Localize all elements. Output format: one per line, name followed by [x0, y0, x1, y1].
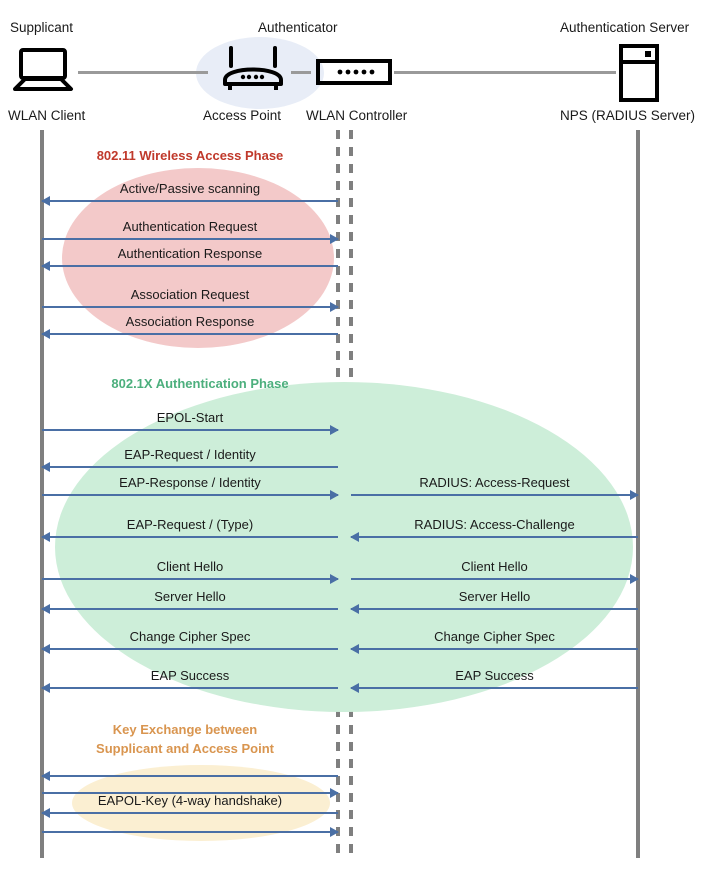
- arrow-shaft: [42, 200, 338, 202]
- arrow-shaft: [42, 775, 338, 777]
- message-label: EAP-Request / Identity: [124, 447, 256, 462]
- message-label: Association Request: [130, 287, 250, 302]
- message-label: Server Hello: [458, 589, 531, 604]
- link-client-to-ap: [78, 71, 208, 74]
- arrow-head-icon: [41, 644, 50, 654]
- arrow-shaft: [351, 608, 638, 610]
- wireless-router-icon: [216, 44, 290, 99]
- phase-blob-key-exchange: [72, 765, 330, 841]
- message-label: EAP Success: [455, 668, 534, 683]
- arrow-shaft: [42, 265, 338, 267]
- arrow-shaft: [42, 536, 338, 538]
- arrow-shaft: [42, 306, 338, 308]
- arrow-head-icon: [330, 788, 339, 798]
- arrow-shaft: [42, 812, 338, 814]
- server-tower-icon: [618, 44, 660, 107]
- message-label: Change Cipher Spec: [129, 629, 251, 644]
- arrow-head-icon: [630, 574, 639, 584]
- node-label-nps-radius-server: NPS (RADIUS Server): [560, 108, 696, 123]
- link-ap-to-controller: [291, 71, 311, 74]
- message-label: RADIUS: Access-Challenge: [414, 517, 575, 532]
- laptop-icon: [12, 48, 78, 97]
- arrow-head-icon: [41, 683, 50, 693]
- arrow-head-icon: [41, 196, 50, 206]
- arrow-shaft: [42, 466, 338, 468]
- arrow-shaft: [42, 494, 338, 496]
- message-label: EPOL-Start: [156, 410, 224, 425]
- message-label: EAP-Response / Identity: [119, 475, 261, 490]
- arrow-shaft: [351, 536, 638, 538]
- message-label: EAP-Request / (Type): [126, 517, 254, 532]
- arrow-head-icon: [330, 425, 339, 435]
- message-label: Authentication Response: [117, 246, 263, 261]
- arrow-shaft: [42, 578, 338, 580]
- message-label: Active/Passive scanning: [119, 181, 261, 196]
- arrow-shaft: [351, 494, 638, 496]
- phase-blob-wireless-access: [62, 168, 334, 348]
- arrow-head-icon: [41, 462, 50, 472]
- arrow-head-icon: [350, 683, 359, 693]
- message-label: EAP Success: [150, 668, 230, 683]
- arrow-head-icon: [330, 827, 339, 837]
- arrow-head-icon: [41, 771, 50, 781]
- arrow-head-icon: [350, 644, 359, 654]
- arrow-head-icon: [41, 532, 50, 542]
- arrow-shaft: [42, 831, 338, 833]
- arrow-head-icon: [350, 532, 359, 542]
- message-label: EAPOL-Key (4-way handshake): [97, 793, 283, 808]
- wlan-controller-icon: [315, 58, 393, 91]
- message-label: Client Hello: [156, 559, 224, 574]
- arrow-head-icon: [330, 574, 339, 584]
- arrow-shaft: [42, 687, 338, 689]
- arrow-head-icon: [41, 261, 50, 271]
- phase-title-dot1x: 802.1X Authentication Phase: [111, 376, 289, 391]
- arrow-shaft: [42, 429, 338, 431]
- arrow-shaft: [351, 687, 638, 689]
- arrow-head-icon: [41, 604, 50, 614]
- message-label: Authentication Request: [122, 219, 258, 234]
- message-label: RADIUS: Access-Request: [419, 475, 570, 490]
- arrow-shaft: [42, 648, 338, 650]
- arrow-head-icon: [330, 490, 339, 500]
- arrow-head-icon: [41, 329, 50, 339]
- arrow-head-icon: [330, 234, 339, 244]
- arrow-shaft: [42, 238, 338, 240]
- arrow-head-icon: [350, 604, 359, 614]
- arrow-head-icon: [630, 490, 639, 500]
- arrow-shaft: [42, 333, 338, 335]
- arrow-head-icon: [330, 302, 339, 312]
- phase-title-key-exchange-line1: Key Exchange between: [112, 722, 258, 737]
- arrow-shaft: [351, 578, 638, 580]
- message-label: Client Hello: [461, 559, 528, 574]
- node-label-access-point: Access Point: [203, 108, 282, 123]
- node-label-wlan-client: WLAN Client: [8, 108, 86, 123]
- phase-title-key-exchange-line2: Supplicant and Access Point: [96, 740, 274, 756]
- arrow-shaft: [42, 792, 338, 794]
- message-label: Association Response: [125, 314, 255, 329]
- role-label-auth-server: Authentication Server: [560, 20, 690, 35]
- message-label: Server Hello: [154, 589, 226, 604]
- role-label-authenticator: Authenticator: [258, 20, 338, 35]
- arrow-shaft: [351, 648, 638, 650]
- phase-title-wireless-access: 802.11 Wireless Access Phase: [96, 148, 284, 163]
- link-controller-to-server: [394, 71, 616, 74]
- phase-title-key-exchange: Key Exchange between Supplicant and Acce…: [96, 721, 274, 759]
- arrow-shaft: [42, 608, 338, 610]
- node-label-wlan-controller: WLAN Controller: [306, 108, 408, 123]
- phase-blob-dot1x: [55, 382, 633, 712]
- message-label: Change Cipher Spec: [434, 629, 555, 644]
- role-label-supplicant: Supplicant: [10, 20, 74, 35]
- arrow-head-icon: [41, 808, 50, 818]
